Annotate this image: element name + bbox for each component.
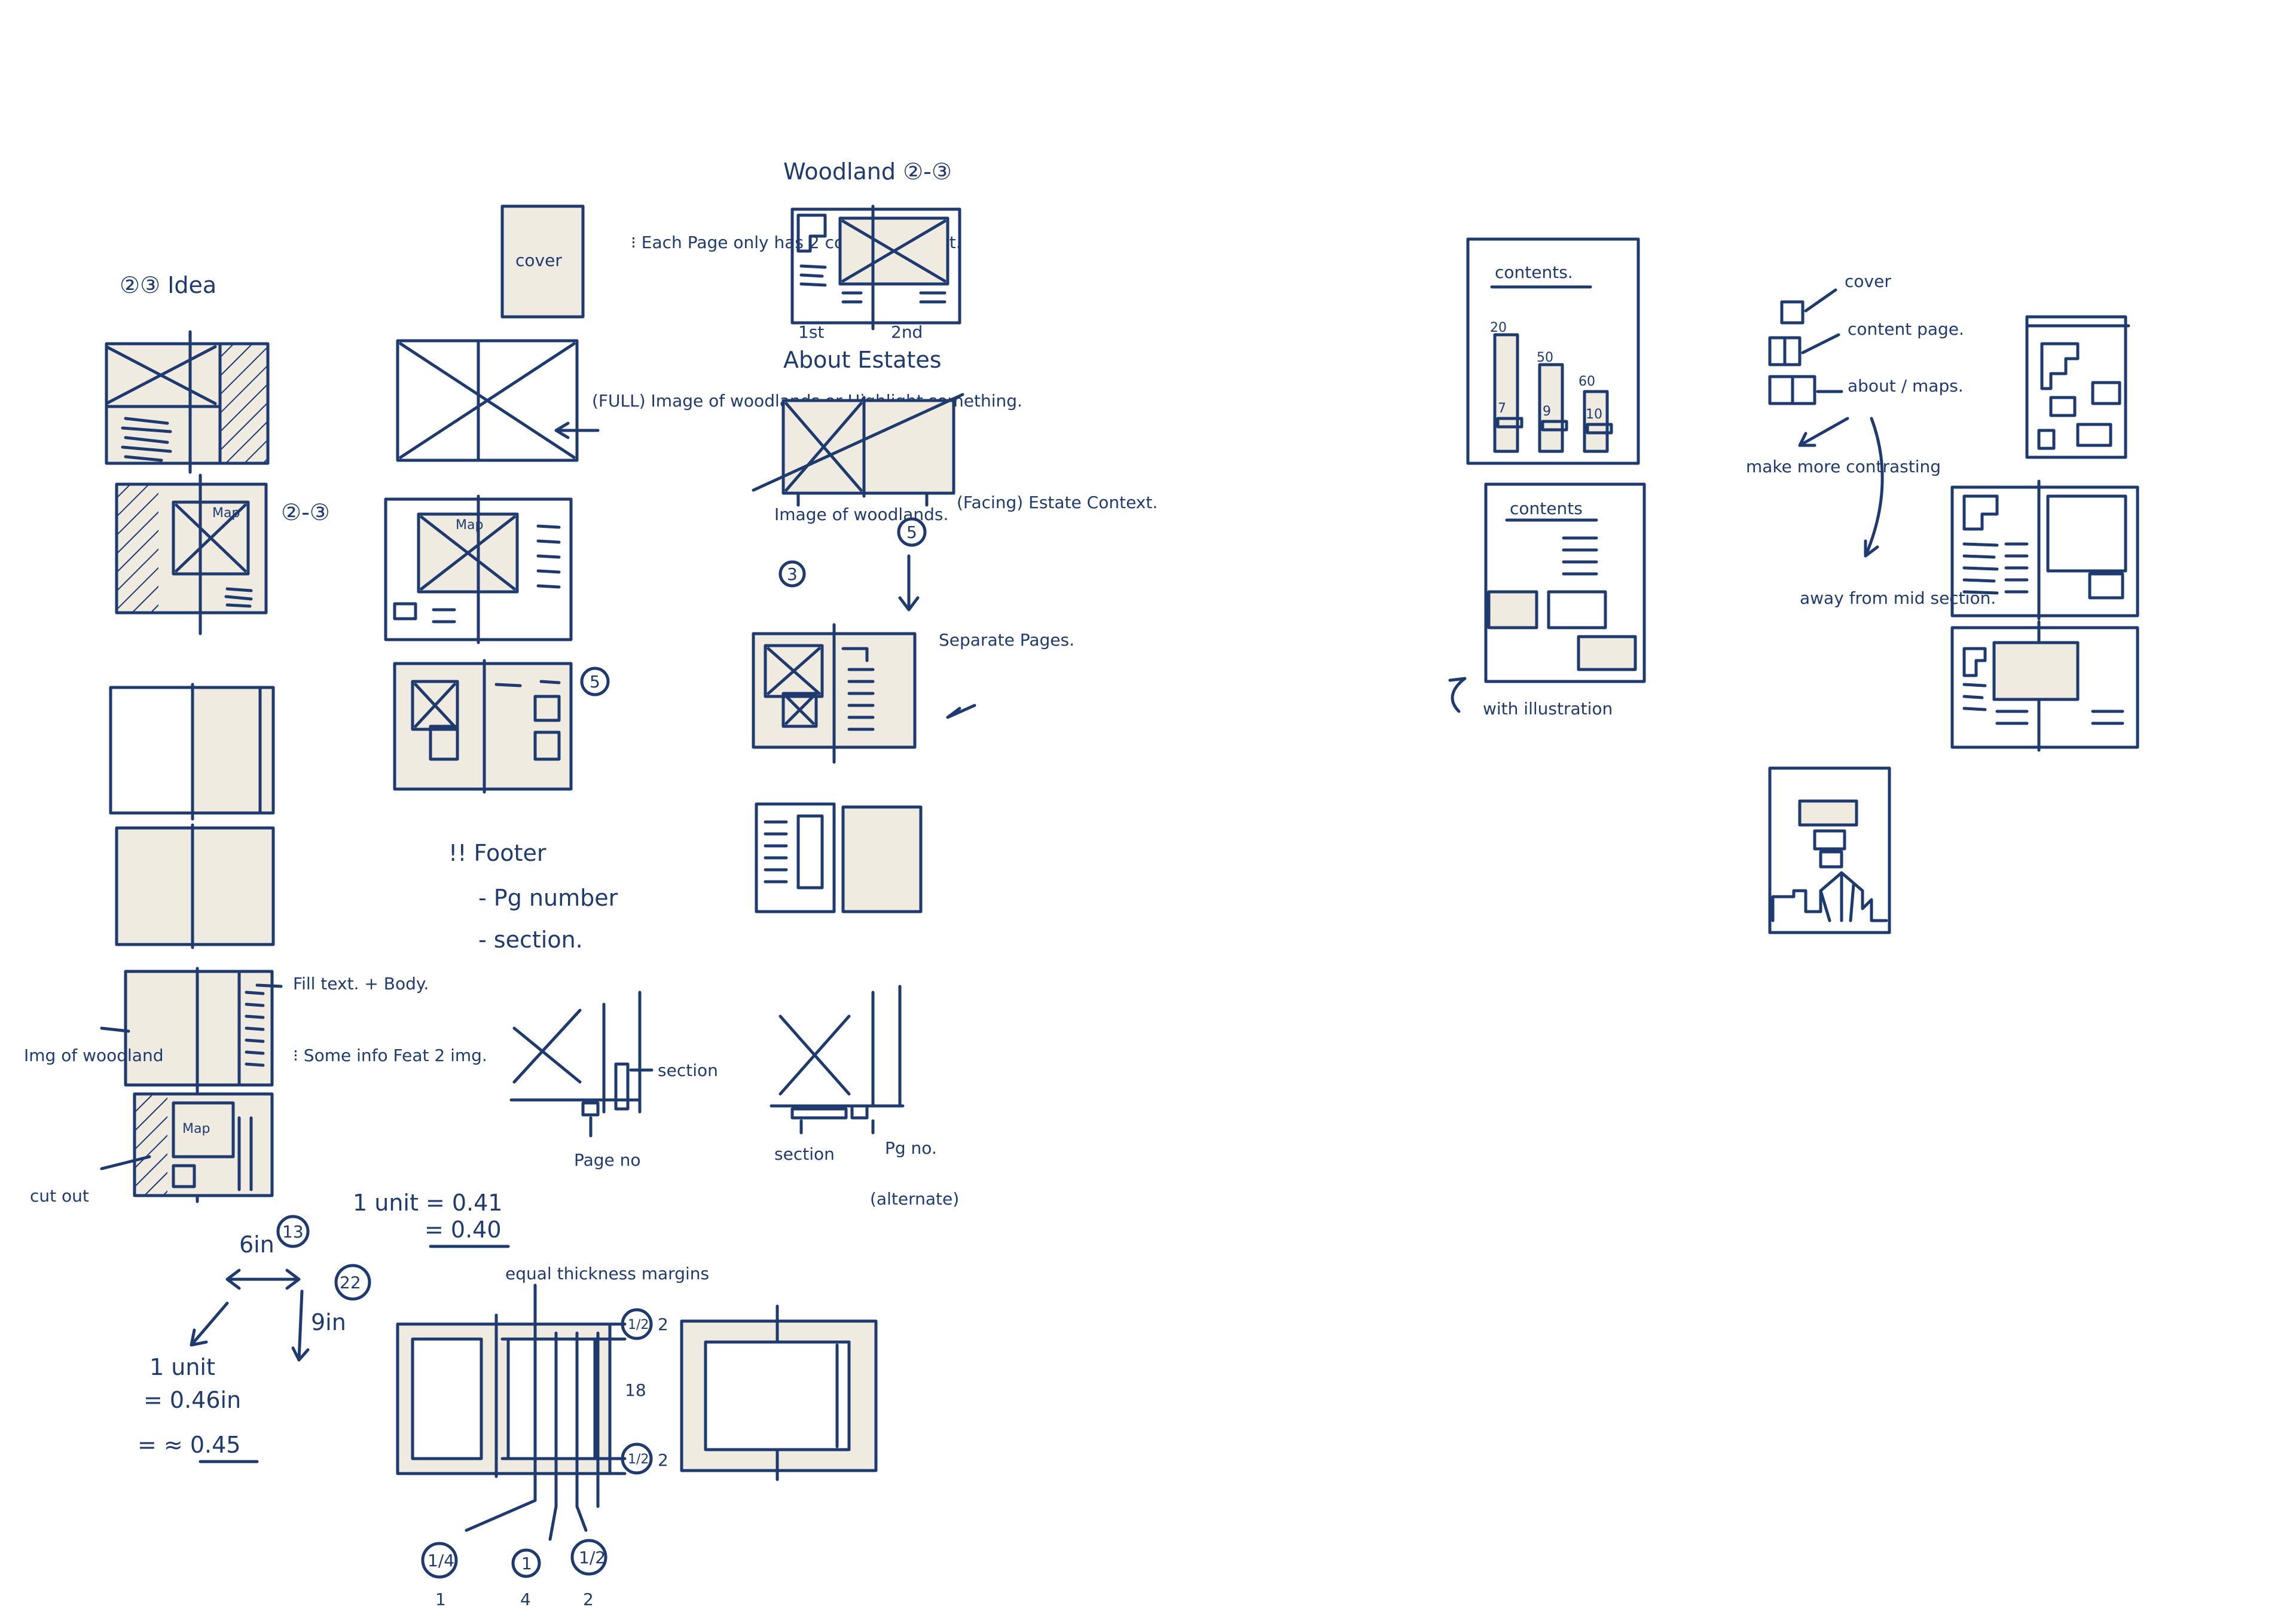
footer-option-b	[770, 985, 905, 1135]
section-label-a: section	[658, 1060, 718, 1080]
size-width-label: 6in	[239, 1231, 274, 1258]
about-spread-1	[1950, 479, 2139, 621]
footer-pg-number: - Pg number	[478, 885, 618, 911]
idea-spread-3	[109, 683, 275, 821]
map-label-1: Map	[212, 506, 240, 521]
col-1st-label: 1st	[798, 322, 824, 342]
woodland-spread	[790, 204, 961, 331]
footer-option-a	[509, 991, 654, 1138]
make-more-contrasting: make more contrasting	[1746, 457, 1941, 476]
margin-half-2: 1/2	[628, 1452, 649, 1467]
alternate-label: (alternate)	[870, 1189, 959, 1209]
footer-section: - section.	[478, 927, 583, 953]
pg-no-label: Pg no.	[885, 1138, 937, 1158]
bar-label-10: 10	[1586, 407, 1602, 422]
contents-page-illustration: contents	[1484, 482, 1646, 683]
contents-page-chart: contents. 20 50 60 7 9 10	[1466, 237, 1640, 465]
text-spread-small	[755, 802, 923, 913]
contents-title-1: contents.	[1495, 262, 1573, 282]
bottom-quarter: 1/4	[428, 1551, 454, 1570]
cover-thumbnail: cover	[500, 204, 585, 319]
legend-content-page: content page.	[1848, 319, 1964, 339]
bar-label-50: 50	[1537, 350, 1553, 365]
about-spread-2	[1950, 620, 2139, 752]
circle-13: 13	[282, 1222, 304, 1242]
bar-label-7: 7	[1498, 401, 1506, 416]
page-type-legend	[1768, 288, 1843, 405]
idea-spread-5	[124, 967, 274, 1203]
unit-label-d: = 0.46in	[144, 1387, 241, 1413]
fill-text-label: Fill text. + Body.	[293, 974, 429, 994]
legend-cover: cover	[1845, 271, 1891, 291]
bar-label-9: 9	[1543, 404, 1551, 419]
unit-label-b: = 0.40	[425, 1217, 502, 1243]
circle-3: 3	[787, 564, 798, 584]
bottom-label-2: 2	[583, 1590, 594, 1609]
with-illustration-label: with illustration	[1483, 699, 1613, 719]
unit-label-a: 1 unit = 0.41	[353, 1190, 503, 1216]
img-woodland-label: Img of woodland	[24, 1046, 164, 1065]
legend-about-maps: about / maps.	[1848, 376, 1964, 396]
woodland-image-spread	[752, 393, 964, 507]
margin-2b: 2	[658, 1450, 668, 1470]
margin-half-1: 1/2	[628, 1318, 649, 1332]
bar-label-20: 20	[1490, 320, 1507, 335]
margin-diagram-left	[396, 1283, 627, 1541]
map-label-2: Map	[182, 1121, 210, 1136]
circle-22: 22	[340, 1273, 361, 1292]
circle-5a: 5	[590, 672, 600, 692]
idea-spread-4	[115, 823, 275, 949]
idea-spread-2: Map	[115, 473, 268, 635]
idea-spread-6: Map	[133, 1092, 274, 1197]
woodland-heading: Woodland ②-③	[783, 158, 952, 185]
bottom-half: 1/2	[579, 1548, 606, 1567]
circle-23-label: ②-③	[281, 499, 330, 525]
about-page-sketch	[2025, 315, 2130, 459]
col-2nd-label: 2nd	[891, 322, 923, 342]
page-no-label: Page no	[574, 1150, 641, 1170]
margin-2a: 2	[658, 1315, 668, 1334]
idea-spread-1	[105, 330, 270, 474]
image-of-woodlands-label: Image of woodlands.	[774, 505, 948, 524]
unit-label-c: 1 unit	[149, 1354, 215, 1380]
section-label-b: section	[774, 1144, 835, 1164]
size-height-label: 9in	[311, 1309, 346, 1335]
margins-label: equal thickness margins	[505, 1264, 709, 1283]
cover-label: cover	[515, 250, 562, 270]
bottom-label-1: 1	[435, 1590, 446, 1609]
footer-title: !! Footer	[448, 840, 546, 866]
idea-label: ②③ Idea	[120, 272, 216, 298]
full-image-spread	[396, 339, 579, 462]
cover-illustration-sketch	[1768, 766, 1891, 934]
bottom-one: 1	[521, 1554, 532, 1573]
some-info-label: ⁝ Some info Feat 2 img.	[293, 1046, 487, 1065]
separate-pages-note: Separate Pages.	[939, 630, 1074, 650]
cutout-label: cut out	[30, 1186, 89, 1206]
bar-label-60: 60	[1578, 374, 1595, 389]
bottom-label-4: 4	[520, 1590, 531, 1609]
margin-18: 18	[625, 1380, 646, 1400]
map-spread: Map	[384, 494, 573, 644]
facing-note: (Facing) Estate Context.	[957, 493, 1158, 512]
margin-diagram-right	[680, 1304, 878, 1481]
circle-5b: 5	[906, 522, 917, 542]
unit-label-e: = ≈ 0.45	[138, 1432, 240, 1458]
separate-pages-spread	[752, 623, 917, 764]
spread-five	[393, 659, 573, 794]
contents-title-2: contents	[1510, 499, 1583, 518]
about-estates-label: About Estates	[783, 347, 942, 373]
